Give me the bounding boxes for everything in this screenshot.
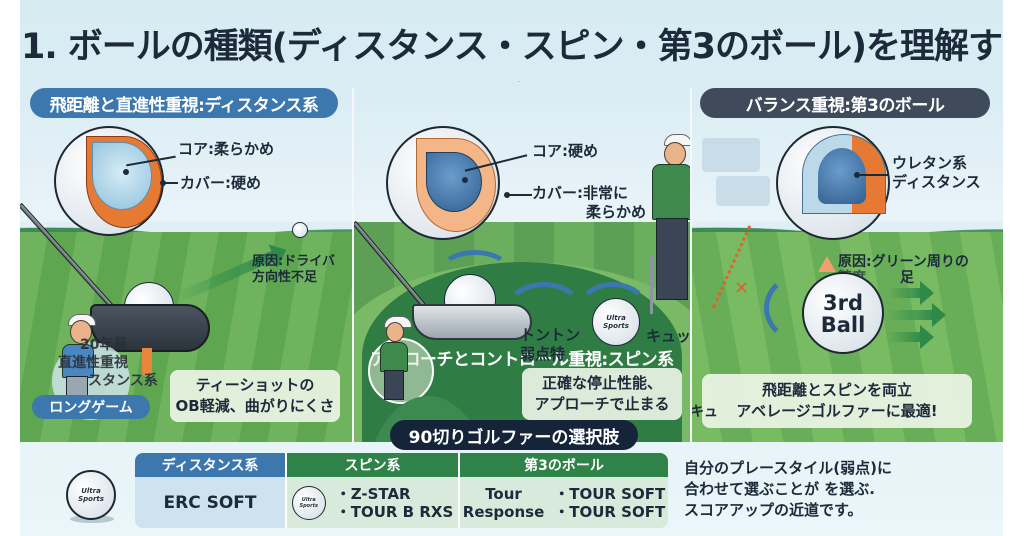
- column-header: ディスタンス系: [135, 453, 285, 477]
- panel-spin: アプローチとコントロール重視:スピン系 コア:硬め カバー:非常に 柔らかめ U…: [354, 82, 690, 442]
- table-cell: ERC SOFT: [135, 477, 285, 528]
- table-cell: Tour Response ・TOUR SOFT ・TOUR SOFT: [460, 477, 668, 528]
- cause-note: 原因:ドライバ方向性不足: [252, 254, 335, 285]
- spin-ball-cutaway-icon: [386, 126, 500, 240]
- column-third-ball: 第3のボール Tour Response ・TOUR SOFT ・TOUR SO…: [458, 453, 668, 528]
- third-ball-benefit-box: 飛距離とスピンを両立アベレージゴルファーに最適!: [702, 374, 972, 428]
- column-header: 第3のボール: [460, 453, 668, 477]
- overlay-text: 20年最 直進性重視 スタンス系: [58, 337, 158, 389]
- urethane-callout: ウレタン系ディスタンス: [892, 154, 981, 191]
- core-callout: コア:柔らかめ: [178, 140, 274, 158]
- stats-chart-icon: [702, 138, 760, 172]
- summary-text: 自分のプレースタイル(弱点)に 合わせて選ぶことが を選ぶ. スコアアップの近道…: [684, 459, 892, 519]
- sound-left: トントン弱点特: [520, 326, 581, 363]
- banner-90-golfer: 90切りゴルファーの選択肢: [390, 420, 638, 450]
- core-callout: コア:硬め: [532, 142, 598, 160]
- distance-ball-cutaway-icon: [54, 126, 164, 236]
- long-game-tag: ロングゲーム: [32, 395, 150, 419]
- miss-x-icon: ✕: [734, 278, 750, 299]
- flag-pole: [650, 256, 653, 314]
- sound-right: キュッ: [646, 327, 690, 345]
- bounce-arc-icon: [504, 282, 584, 342]
- flying-ball-icon: [292, 222, 308, 238]
- spin-benefit-box: 正確な停止性能、アプローチで止まる: [522, 368, 682, 420]
- distance-header: 飛距離と直進性重視:ディスタンス系: [30, 88, 338, 118]
- spin-arc-icon: [440, 250, 510, 290]
- panel-distance: 飛距離と直進性重視:ディスタンス系 コア:柔らかめ カバー:硬め 原因:ドライバ…: [20, 82, 352, 442]
- warning-icon: [818, 256, 836, 272]
- column-header: スピン系: [287, 453, 458, 477]
- distance-arrow-icon: [888, 281, 934, 305]
- cover-callout: カバー:非常に 柔らかめ: [532, 184, 647, 221]
- infographic: 1. ボールの種類(ディスタンス・スピン・第3のボール)を理解する 飛距離と直進…: [20, 0, 1003, 536]
- cover-callout: カバー:硬め: [180, 174, 261, 192]
- column-distance: ディスタンス系 ERC SOFT: [135, 453, 285, 528]
- third-ball-cutaway-icon: [776, 126, 890, 240]
- third-ball-header: バランス重視:第3のボール: [700, 88, 990, 118]
- stray-text: キュ: [692, 404, 718, 420]
